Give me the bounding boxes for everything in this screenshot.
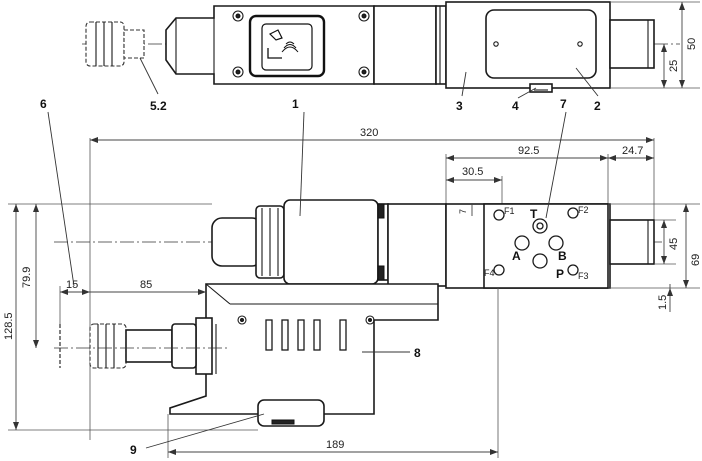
dim-45: 45 (668, 238, 680, 250)
callout-9: 9 (130, 443, 137, 457)
dim-50: 50 (686, 38, 698, 50)
dim-85: 85 (140, 279, 152, 291)
port-A: A (512, 249, 521, 263)
port-B: B (558, 249, 567, 263)
dim-92-5: 92.5 (518, 145, 539, 157)
front-valve-body: T A B P F1 F2 F3 F4 (445, 203, 611, 289)
callout-4: 4 (512, 99, 519, 113)
dim-128-5: 128.5 (3, 312, 15, 340)
port-F4: F4 (484, 268, 495, 278)
port-P: P (556, 267, 564, 281)
callout-2: 2 (594, 99, 601, 113)
dim-320: 320 (360, 127, 378, 139)
front-solenoid (211, 199, 447, 287)
callout-5-2: 5.2 (150, 99, 167, 113)
dim-79-9: 79.9 (21, 267, 33, 288)
top-connector-plug (85, 21, 145, 67)
top-view: 50 25 5.2 3 4 2 (82, 1, 700, 113)
port-F3: F3 (578, 271, 589, 281)
front-view: 320 92.5 24.7 30.5 (3, 97, 702, 458)
callout-1: 1 (292, 97, 299, 111)
top-valve-body (445, 1, 611, 93)
dim-189: 189 (326, 439, 344, 451)
callout-8: 8 (414, 346, 421, 360)
port-F1: F1 (504, 206, 515, 216)
top-electronics-housing (165, 5, 375, 85)
callout-6: 6 (40, 97, 47, 111)
port-F2: F2 (578, 205, 589, 215)
front-electronics-housing (169, 283, 439, 427)
dim-30-5: 30.5 (462, 166, 483, 178)
dim-7: 7 (458, 209, 468, 214)
dim-69: 69 (690, 254, 702, 266)
front-connector-plug (59, 323, 197, 369)
dim-24-7: 24.7 (622, 145, 643, 157)
port-T: T (530, 207, 538, 221)
dim-25: 25 (668, 60, 680, 72)
callout-7: 7 (560, 97, 567, 111)
dim-15: 15 (66, 279, 78, 291)
dim-1-5: 1.5 (657, 295, 669, 310)
callout-3: 3 (456, 99, 463, 113)
esd-warning-icon (267, 29, 299, 59)
